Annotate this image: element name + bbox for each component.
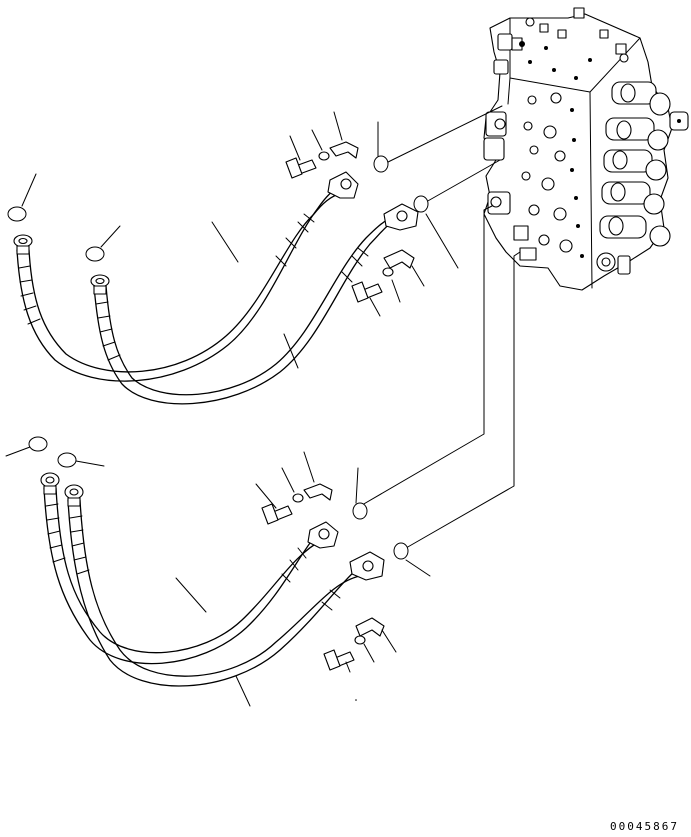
lower-washer-1 [293,494,303,502]
upper-washer-2 [383,268,393,276]
upper-hose-2 [91,204,418,404]
lower-bolt-1 [262,504,292,524]
callout-tag [58,453,76,467]
callout-tag [353,503,367,519]
upper-hose-group [8,112,458,404]
leader-lower-2 [406,252,520,548]
callout-tag [86,247,104,261]
callout-tag [8,207,26,221]
control-valve [484,8,688,290]
upper-bolt-2 [352,282,382,302]
callout-tag [374,156,388,172]
callout-tag [29,437,47,451]
leader-upper-2 [426,160,500,202]
upper-clamp-1 [330,142,358,158]
lower-clamp-2 [356,618,384,636]
lower-washer-2 [355,636,365,644]
upper-hose-1 [14,172,358,381]
callout-tag [394,543,408,559]
lower-bolt-2 [324,650,354,670]
lower-hose-2 [65,485,384,686]
solenoid-valve-stack [597,82,688,274]
callout-tag [414,196,428,212]
leader-upper-1 [384,106,502,164]
lower-hose-group [6,437,430,706]
lower-hose-1 [41,473,338,664]
upper-bolt-1 [286,158,316,178]
upper-washer-1 [319,152,329,160]
leader-lower-1 [362,206,492,505]
lower-clamp-1 [304,484,332,500]
drawing-number: 00045867 [610,820,679,833]
upper-clamp-2 [384,250,414,268]
